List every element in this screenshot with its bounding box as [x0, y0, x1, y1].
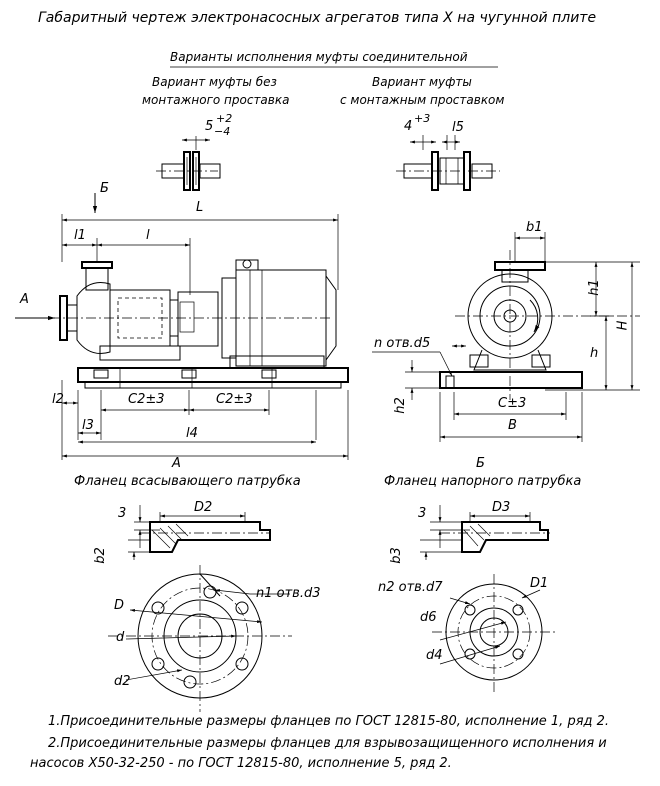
discharge-holes-label: n2 отв.d7	[378, 580, 443, 595]
coupling-dim-l5: l5	[452, 120, 464, 135]
dim-c2-1: C2±3	[128, 392, 165, 407]
dim-h: h	[590, 346, 599, 361]
coupling-variant-1-label: Вариант муфты без	[152, 75, 277, 89]
dim-c2-2: C2±3	[216, 392, 253, 407]
suction-dim-d: d	[116, 630, 125, 645]
dim-h2: h2	[392, 397, 408, 414]
discharge-dim-d6: d6	[420, 610, 437, 625]
end-view-label: Б	[476, 456, 485, 471]
suction-flange-section	[128, 505, 271, 560]
suction-dim-3: 3	[118, 506, 127, 521]
note-2-line-1: 2.Присоединительные размеры фланцев для …	[48, 736, 607, 751]
view-arrow-b-label: Б	[100, 181, 109, 196]
coupling-variant-2-label: Вариант муфты	[372, 75, 472, 89]
dim-H: H	[615, 320, 631, 331]
discharge-flange-section	[420, 505, 550, 560]
dim-B: B	[508, 418, 517, 433]
drawing-title: Габаритный чертеж электронасосных агрега…	[38, 10, 597, 26]
dim-h1: h1	[586, 279, 602, 296]
coupling-variant-1-label-2: монтажного проставка	[142, 93, 290, 107]
coupling-dim-1-upper: +2	[216, 112, 233, 125]
suction-dim-D2: D2	[194, 500, 213, 515]
side-view	[15, 193, 349, 460]
holes-d5-label: n отв.d5	[374, 336, 431, 351]
end-view	[372, 232, 640, 442]
coupling-dim-1-lower: −4	[214, 125, 231, 138]
coupling-dim-1-base: 5	[205, 119, 214, 134]
suction-flange-heading: Фланец всасывающего патрубка	[74, 474, 301, 489]
dim-l4: l4	[186, 426, 198, 441]
suction-dim-d2: d2	[114, 674, 131, 689]
dim-l2: l2	[52, 392, 64, 407]
discharge-flange-face	[432, 574, 556, 692]
view-arrow-a-label: А	[20, 292, 29, 307]
dim-L: L	[196, 200, 204, 215]
suction-dim-D: D	[114, 598, 125, 613]
discharge-dim-D3: D3	[492, 500, 511, 515]
coupling-dim-2-base: 4	[404, 119, 413, 134]
dim-l: l	[146, 228, 150, 243]
dim-c: C±3	[498, 396, 527, 411]
coupling-dim-2-upper: +3	[414, 112, 431, 125]
coupling-variant-2	[396, 135, 500, 191]
dim-l3: l3	[82, 418, 94, 433]
discharge-dim-b3: b3	[388, 547, 404, 564]
suction-flange-face	[108, 565, 292, 712]
dim-l1: l1	[74, 228, 86, 243]
discharge-dim-D1: D1	[530, 576, 549, 591]
note-1: 1.Присоединительные размеры фланцев по Г…	[48, 714, 610, 729]
discharge-dim-d4: d4	[426, 648, 443, 663]
suction-holes-label: n1 отв.d3	[256, 586, 321, 601]
discharge-dim-3: 3	[418, 506, 427, 521]
note-2-line-2: насосов Х50-32-250 - по ГОСТ 12815-80, и…	[30, 756, 452, 771]
dim-b1: b1	[526, 220, 543, 235]
suction-dim-b2: b2	[92, 547, 108, 564]
coupling-heading: Варианты исполнения муфты соединительной	[170, 50, 468, 64]
coupling-variant-2-label-2: с монтажным проставком	[340, 93, 505, 107]
side-view-label: А	[172, 456, 181, 471]
discharge-flange-heading: Фланец напорного патрубка	[384, 474, 582, 489]
coupling-variant-1	[156, 136, 221, 191]
